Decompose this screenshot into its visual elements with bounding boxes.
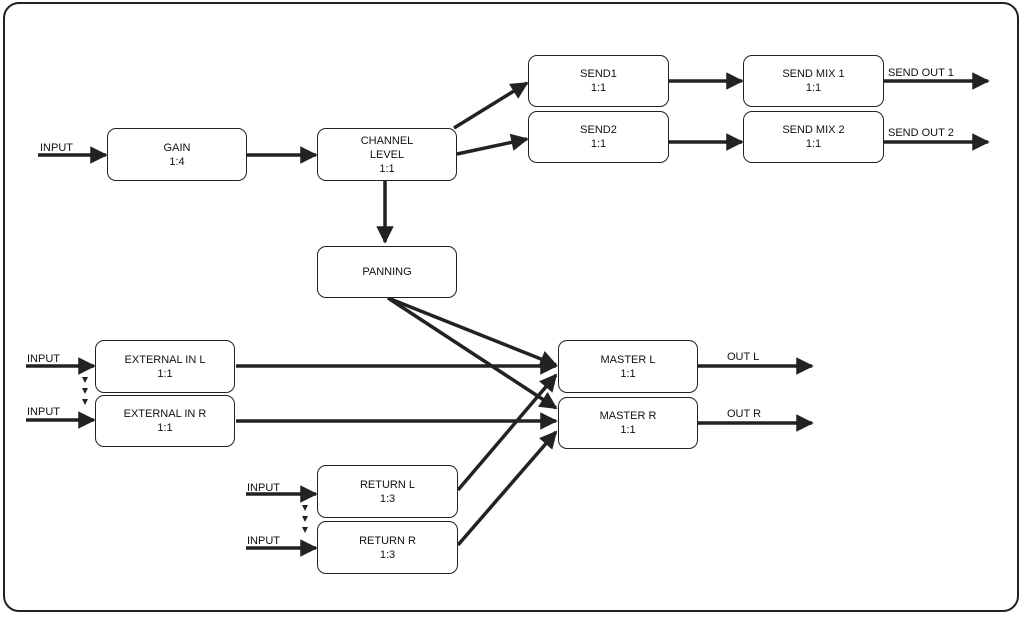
return-r-title: RETURN R [359, 534, 416, 547]
send-out-1-label: SEND OUT 1 [888, 67, 954, 79]
send1-block: SEND1 1:1 [528, 55, 669, 107]
send-mix-1-title: SEND MIX 1 [782, 68, 845, 80]
channel-level-block: CHANNEL LEVEL 1:1 [317, 128, 457, 181]
master-r-block: MASTER R 1:1 [558, 397, 698, 449]
wire-panning-master-r [387, 296, 558, 410]
send-out-2-label: SEND OUT 2 [888, 127, 954, 139]
send-mix-1-ratio: 1:1 [805, 82, 822, 94]
diagram-frame [3, 2, 1019, 612]
external-in-l-title: EXTERNAL IN L [124, 353, 206, 366]
send-mix-2-ratio: 1:1 [805, 138, 822, 150]
input-label-external-l: INPUT [27, 353, 60, 365]
wire-return-l-master-l [456, 373, 558, 492]
input-label-return-l: INPUT [247, 482, 280, 494]
external-in-r-block: EXTERNAL IN R 1:1 [95, 395, 235, 447]
gain-ratio: 1:4 [169, 155, 185, 168]
send1-title: SEND1 [580, 68, 617, 80]
master-l-ratio: 1:1 [620, 367, 636, 380]
external-in-r-ratio: 1:1 [157, 422, 173, 434]
return-l-ratio: 1:3 [379, 492, 396, 505]
gain-block: GAIN 1:4 [107, 128, 247, 181]
send-mix-1-block: SEND MIX 1 1:1 [743, 55, 884, 107]
return-l-block: RETURN L 1:3 [317, 465, 458, 518]
gain-title: GAIN [163, 141, 191, 154]
send2-block: SEND2 1:1 [528, 111, 669, 163]
master-l-title: MASTER L [600, 353, 656, 366]
channel-level-title-2: LEVEL [369, 148, 405, 161]
channel-level-title-1: CHANNEL [360, 134, 414, 147]
return-r-ratio: 1:3 [379, 548, 396, 561]
out-l-label: OUT L [727, 351, 760, 363]
external-in-l-block: EXTERNAL IN L 1:1 [95, 340, 235, 393]
send-mix-2-title: SEND MIX 2 [782, 124, 845, 136]
input-label-gain: INPUT [40, 142, 73, 154]
external-in-r-title: EXTERNAL IN R [123, 408, 207, 420]
channel-level-ratio: 1:1 [379, 162, 395, 175]
wire-channel-send2 [456, 133, 529, 156]
send-mix-2-block: SEND MIX 2 1:1 [743, 111, 884, 163]
master-r-title: MASTER R [599, 410, 657, 422]
panning-block: PANNING [317, 246, 457, 298]
panning-title: PANNING [362, 266, 412, 278]
external-in-l-ratio: 1:1 [157, 367, 173, 380]
wire-channel-send1 [453, 81, 529, 130]
master-l-block: MASTER L 1:1 [558, 340, 698, 393]
input-label-external-r: INPUT [27, 406, 60, 418]
wire-return-r-master-r [456, 430, 558, 547]
out-r-label: OUT R [727, 408, 762, 420]
send2-ratio: 1:1 [590, 138, 607, 150]
wire-panning-master-l [387, 296, 558, 368]
return-l-title: RETURN L [359, 478, 415, 491]
master-r-ratio: 1:1 [620, 424, 636, 436]
return-r-block: RETURN R 1:3 [317, 521, 458, 574]
send1-ratio: 1:1 [590, 82, 607, 94]
stereo-link-markers [82, 377, 308, 533]
send2-title: SEND2 [580, 124, 617, 136]
input-label-return-r: INPUT [247, 535, 280, 547]
